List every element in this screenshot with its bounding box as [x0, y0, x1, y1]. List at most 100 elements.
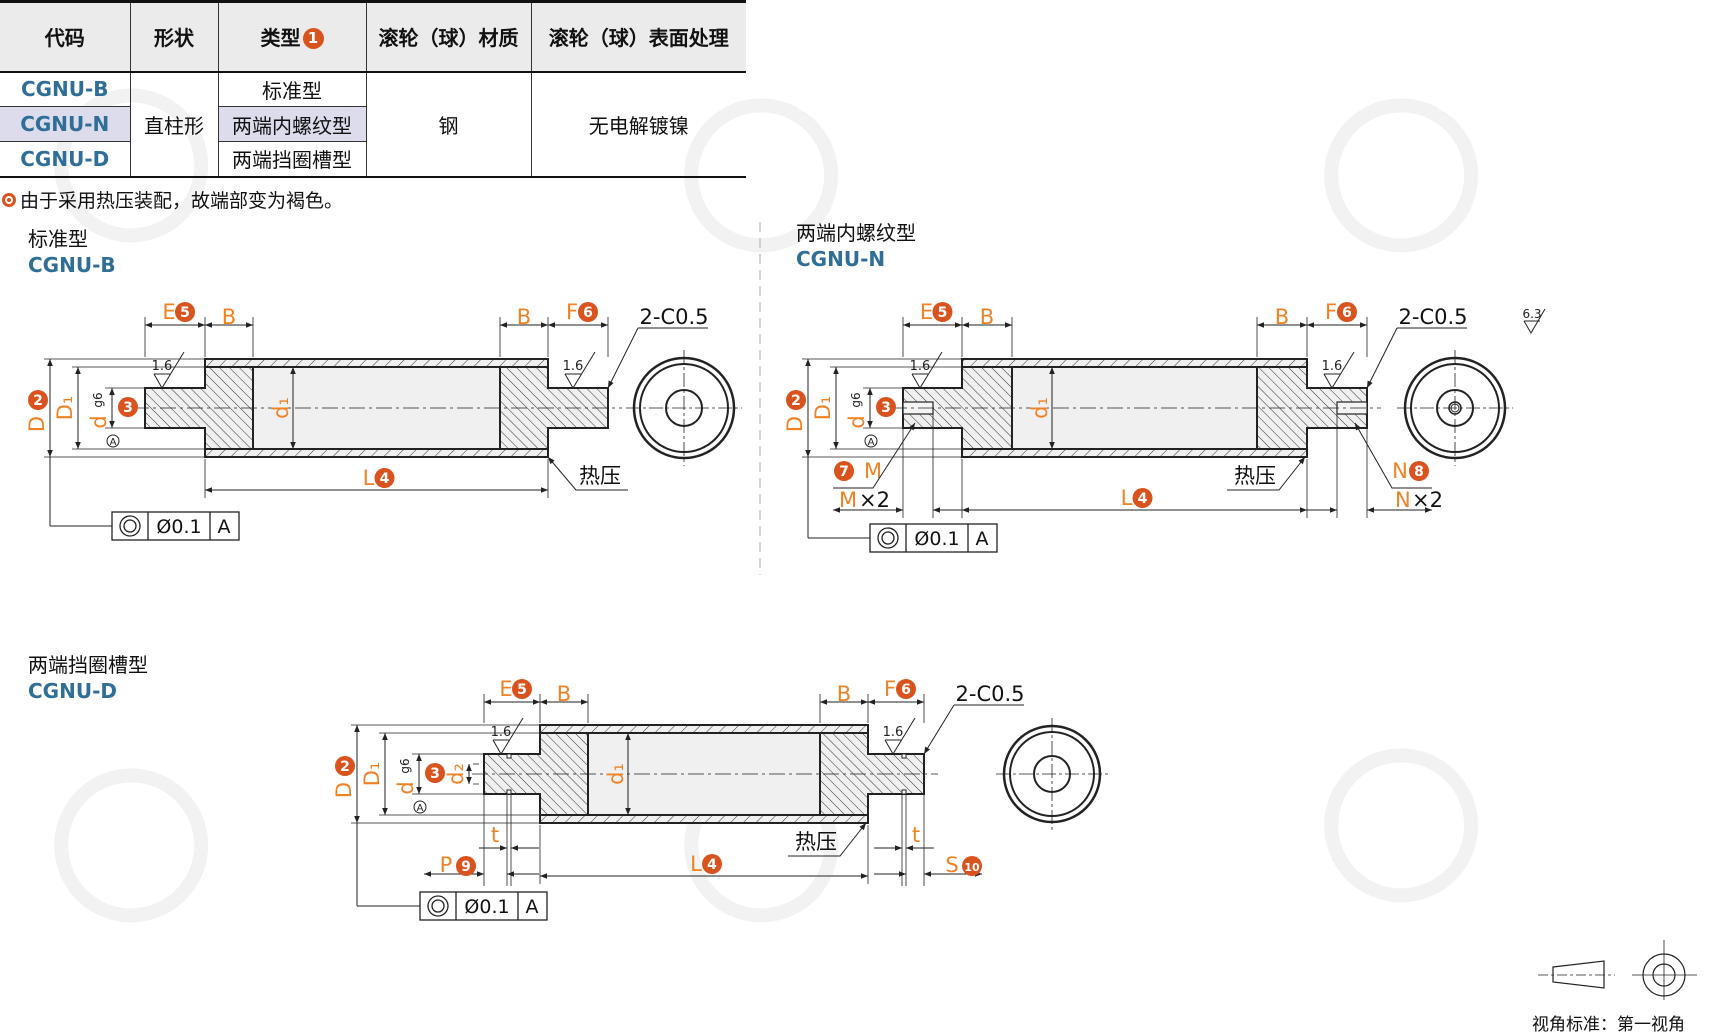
dimension-label: L	[690, 852, 702, 876]
roughness-value: 1.6	[910, 359, 931, 374]
badge-number: 3	[123, 400, 133, 416]
surface-roughness-icon	[911, 351, 943, 389]
chamfer-leader	[924, 704, 1024, 754]
surface-roughness-icon	[1323, 351, 1355, 389]
dimension-label: D₁	[811, 396, 835, 421]
surface-cell: 无电解镀镍	[530, 71, 746, 177]
concentricity-icon	[431, 899, 445, 913]
tolerance-grade: g6	[398, 758, 412, 773]
note: 由于采用热压装配，故端部变为褐色。	[2, 186, 343, 213]
view-type-label: 两端内螺纹型	[796, 221, 916, 245]
roughness-value: 1.6	[152, 359, 173, 374]
badge-number: 5	[938, 305, 948, 321]
hot-press-label: 热压	[579, 464, 621, 488]
dimension-label: F	[884, 677, 896, 701]
roughness-value: 1.6	[883, 725, 904, 740]
header-shape: 形状	[129, 1, 218, 72]
badge-9-icon	[456, 856, 476, 876]
dimension-label: E	[162, 300, 175, 324]
tolerance-value: Ø0.1	[156, 516, 201, 538]
surface-roughness-icon	[884, 717, 916, 755]
dimension-label: d₁	[269, 397, 293, 419]
retaining-ring-groove	[506, 789, 512, 795]
dimension-label: F	[566, 300, 578, 324]
view-title-grooved: 两端挡圈槽型 CGNU-D	[28, 652, 148, 704]
badge-number: 2	[340, 759, 350, 775]
view-code-label: CGNU-N	[796, 247, 886, 271]
header-material: 滚轮（球）材质	[365, 1, 531, 72]
table-row: CGNU-N 两端内螺纹型	[0, 106, 746, 142]
badge-number: 5	[180, 305, 190, 321]
badge-number: 6	[1342, 305, 1352, 321]
type-cell: 标准型	[217, 71, 366, 107]
dimension-label: F	[1325, 300, 1337, 324]
datum-a-icon	[413, 800, 427, 814]
badge-10-icon	[962, 856, 982, 876]
badge-6-icon	[578, 302, 598, 322]
dimension-label: B	[557, 682, 571, 706]
view-code-label: CGNU-D	[28, 679, 117, 703]
badge-4-icon	[1132, 488, 1153, 508]
badge-5-icon	[932, 302, 953, 322]
badge-3-icon	[118, 397, 138, 417]
watermark-logo-icon	[1324, 748, 1479, 903]
dimension-label: P	[440, 853, 453, 877]
retaining-ring-groove	[506, 753, 512, 759]
dimension-label: d	[87, 415, 111, 428]
badge-8-icon	[1409, 461, 1429, 481]
type-cell: 两端挡圈槽型	[217, 141, 366, 177]
hot-press-label: 热压	[1234, 464, 1276, 488]
datum-marker: A	[868, 437, 875, 448]
chamfer-leader	[608, 327, 708, 388]
surface-roughness-icon	[492, 717, 524, 755]
dimension-label: S	[945, 853, 958, 877]
dimension-label: B	[837, 682, 851, 706]
material-cell: 钢	[365, 71, 531, 177]
view-type-label: 标准型	[28, 227, 88, 251]
badge-2-icon	[28, 390, 48, 410]
dimension-label: d₂	[444, 763, 468, 785]
hot-press-leader	[1227, 456, 1306, 491]
thread-leader	[833, 422, 916, 489]
chamfer-label: 2-C0.5	[640, 305, 709, 329]
surface-roughness-icon	[564, 351, 596, 389]
badge-5-icon	[512, 679, 532, 699]
roughness-value: 1.6	[563, 359, 584, 374]
note-text: 由于采用热压装配，故端部变为褐色。	[20, 190, 344, 212]
watermark-logo-icon	[54, 768, 209, 923]
hot-press-leader	[547, 456, 628, 491]
view-title-standard: 标准型 CGNU-B	[28, 226, 116, 278]
view-title-threaded: 两端内螺纹型 CGNU-N	[796, 220, 916, 272]
chamfer-label: 2-C0.5	[956, 682, 1025, 706]
badge-number: 4	[707, 857, 717, 873]
surface-roughness-icon	[153, 351, 185, 389]
badge-2-icon	[335, 756, 355, 776]
dimension-label: L	[363, 466, 375, 490]
concentricity-icon	[123, 519, 137, 533]
badge-number: 2	[791, 393, 801, 409]
tolerance-grade: g6	[91, 392, 105, 407]
dimension-label: B	[517, 305, 531, 329]
concentricity-icon	[119, 515, 141, 537]
times-two-label: ×2	[859, 488, 890, 512]
header-type-label: 类型	[260, 26, 301, 51]
datum-reference: A	[218, 516, 231, 538]
dimension-label: B	[1275, 305, 1289, 329]
dimension-label: L	[1121, 486, 1133, 510]
chamfer-leader	[1367, 327, 1467, 388]
type-cell: 两端内螺纹型	[217, 106, 366, 142]
badge-4-icon	[702, 854, 722, 874]
dimension-label: D₁	[360, 762, 384, 787]
badge-7-icon	[834, 461, 854, 481]
table-row: CGNU-D 两端挡圈槽型	[0, 141, 746, 177]
dimension-label: E	[920, 300, 933, 324]
watermark-logo-icon	[1324, 98, 1479, 253]
roller-tube-wall	[961, 448, 1308, 458]
dimension-label: E	[499, 677, 512, 701]
retaining-ring-groove	[901, 753, 907, 759]
shape-cell: 直柱形	[129, 71, 218, 177]
projection-cone-icon	[1552, 960, 1605, 989]
datum-a-icon	[864, 434, 878, 448]
